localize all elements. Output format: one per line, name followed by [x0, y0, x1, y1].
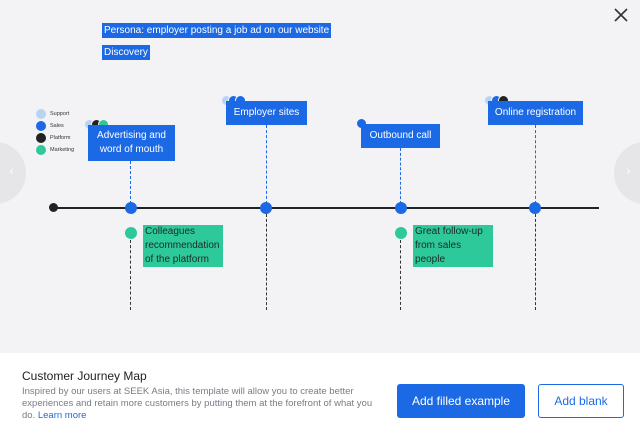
template-preview: ‹ › Persona: employer posting a job ad o…	[0, 6, 640, 310]
timeline-marker	[260, 202, 272, 214]
legend-item-platform: Platform	[36, 132, 74, 143]
note-card: Great follow-up from sales people	[413, 225, 493, 267]
timeline-start-marker	[49, 203, 58, 212]
connector-line	[266, 214, 267, 310]
timeline-axis	[53, 207, 599, 209]
connector-line	[400, 148, 401, 204]
legend-item-marketing: Marketing	[36, 144, 74, 155]
template-description: Inspired by our users at SEEK Asia, this…	[22, 386, 373, 421]
add-filled-example-button[interactable]: Add filled example	[397, 384, 525, 418]
stage-label: Discovery	[102, 45, 150, 60]
connector-line	[535, 214, 536, 310]
touchpoint-card: Online registration	[488, 101, 583, 125]
platform-color-icon	[36, 132, 46, 143]
legend-item-sales: Sales	[36, 120, 74, 131]
next-template-button[interactable]: ›	[614, 142, 640, 204]
chevron-right-icon: ›	[626, 164, 631, 178]
legend: Support Sales Platform Marketing	[36, 108, 74, 156]
marketing-dot	[395, 227, 407, 239]
marketing-dot	[125, 227, 137, 239]
legend-item-support: Support	[36, 108, 74, 119]
support-color-icon	[36, 108, 46, 119]
template-info-panel: Customer Journey Map Inspired by our use…	[0, 353, 640, 437]
add-blank-button[interactable]: Add blank	[538, 384, 624, 418]
timeline-marker	[125, 202, 137, 214]
learn-more-link[interactable]: Learn more	[37, 410, 87, 421]
timeline-marker	[395, 202, 407, 214]
sales-color-icon	[36, 120, 46, 131]
persona-label: Persona: employer posting a job ad on ou…	[102, 23, 332, 38]
touchpoint-card: Employer sites	[226, 101, 307, 125]
touchpoint-card: Advertising and word of mouth	[88, 125, 175, 161]
template-title: Customer Journey Map	[22, 369, 147, 383]
connector-line	[535, 125, 536, 204]
timeline-marker	[529, 202, 541, 214]
close-icon[interactable]	[612, 6, 630, 24]
marketing-color-icon	[36, 144, 46, 155]
connector-line	[266, 125, 267, 204]
previous-template-button[interactable]: ‹	[0, 142, 26, 204]
connector-line	[400, 240, 401, 310]
note-card: Colleagues recommendation of the platfor…	[143, 225, 223, 267]
connector-line	[130, 240, 131, 310]
chevron-left-icon: ‹	[9, 164, 14, 178]
touchpoint-card: Outbound call	[361, 124, 440, 148]
connector-line	[130, 161, 131, 204]
